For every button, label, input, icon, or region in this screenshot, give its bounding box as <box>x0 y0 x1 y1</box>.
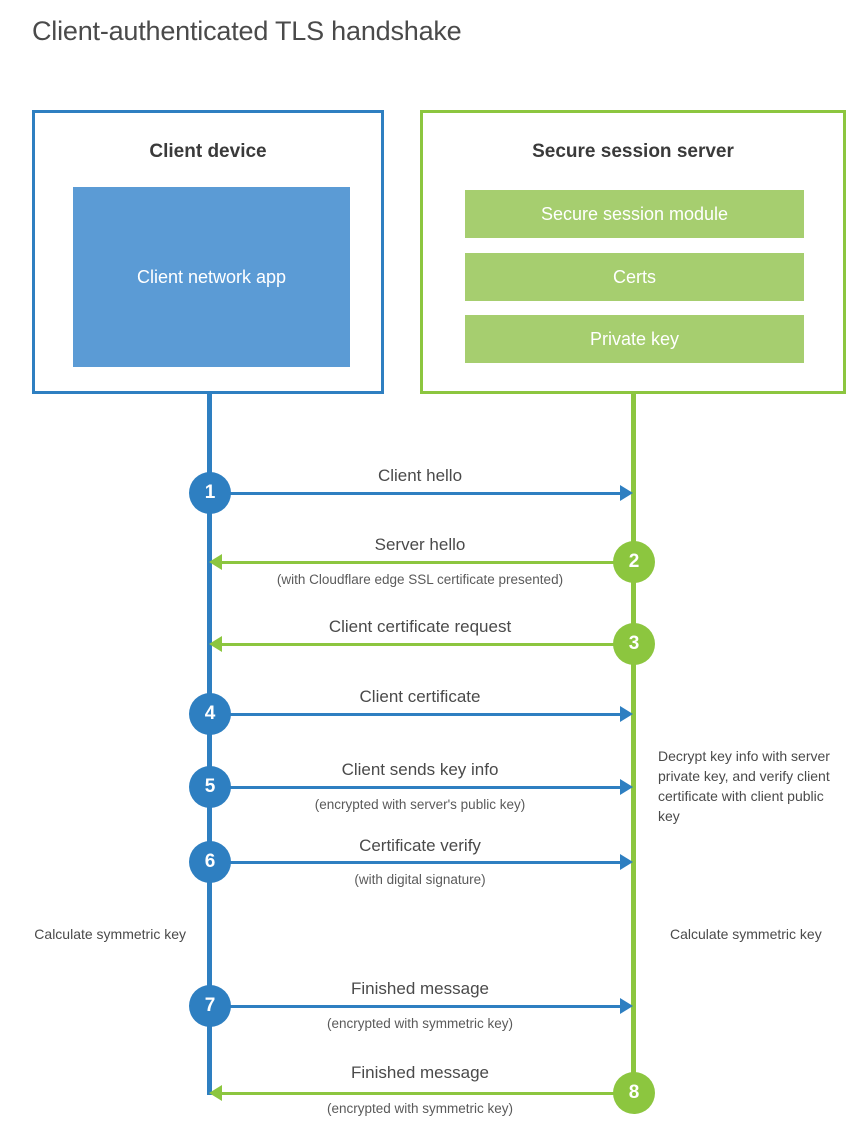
client-device-box: Client device Client network app <box>32 110 384 394</box>
server-lifeline <box>631 391 636 1093</box>
client-lifeline <box>207 391 212 1095</box>
client-network-app-block: Client network app <box>73 187 350 367</box>
server-block-certs: Certs <box>465 253 804 301</box>
server-block-secure-session-module: Secure session module <box>465 190 804 238</box>
step-2-circle[interactable]: 2 <box>613 541 655 583</box>
step-3-arrow-head <box>209 636 222 652</box>
secure-session-server-box: Secure session server Secure session mod… <box>420 110 846 394</box>
step-6-label: Certificate verify <box>359 836 481 855</box>
step-8-arrow-head <box>209 1085 222 1101</box>
step-1-label: Client hello <box>377 466 463 485</box>
step-7-sublabel: (encrypted with symmetric key) <box>326 1016 514 1031</box>
step-6-sublabel: (with digital signature) <box>354 872 486 887</box>
step-7-arrow-head <box>620 998 633 1014</box>
step-7-label: Finished message <box>351 979 489 998</box>
step-4-circle[interactable]: 4 <box>189 693 231 735</box>
step-7-circle[interactable]: 7 <box>189 985 231 1027</box>
step-5-label: Client sends key info <box>341 760 499 779</box>
server-block-private-key: Private key <box>465 315 804 363</box>
step-1-arrow-head <box>620 485 633 501</box>
step-1-arrow-line <box>210 492 622 495</box>
step-6-circle[interactable]: 6 <box>189 841 231 883</box>
page-title: Client-authenticated TLS handshake <box>32 16 462 46</box>
step-2-label: Server hello <box>374 535 466 554</box>
step-8-label: Finished message <box>351 1063 489 1082</box>
step-5-arrow-head <box>620 779 633 795</box>
step-2-sublabel: (with Cloudflare edge SSL certificate pr… <box>276 572 564 587</box>
client-device-title: Client device <box>149 141 267 162</box>
step-3-circle[interactable]: 3 <box>613 623 655 665</box>
step-4-arrow-line <box>210 713 622 716</box>
step-4-arrow-head <box>620 706 633 722</box>
step-3-arrow-line <box>222 643 634 646</box>
step-8-sublabel: (encrypted with symmetric key) <box>326 1101 514 1116</box>
step-6-arrow-head <box>620 854 633 870</box>
step-5-arrow-line <box>210 786 622 789</box>
step-8-arrow-line <box>222 1092 634 1095</box>
step-6-arrow-line <box>210 861 622 864</box>
secure-session-server-title: Secure session server <box>532 141 734 162</box>
step-5-circle[interactable]: 5 <box>189 766 231 808</box>
step-4-label: Client certificate <box>359 687 481 706</box>
step-2-arrow-line <box>222 561 634 564</box>
step-2-arrow-head <box>209 554 222 570</box>
step-7-arrow-line <box>210 1005 622 1008</box>
server-decrypt-annotation: Decrypt key info with server private key… <box>658 748 830 824</box>
client-calculate-symmetric-key-annotation: Calculate symmetric key <box>34 926 186 942</box>
step-8-circle[interactable]: 8 <box>613 1072 655 1114</box>
step-1-circle[interactable]: 1 <box>189 472 231 514</box>
server-calculate-symmetric-key-annotation: Calculate symmetric key <box>670 926 822 942</box>
step-3-label: Client certificate request <box>328 617 512 636</box>
step-5-sublabel: (encrypted with server's public key) <box>314 797 526 812</box>
